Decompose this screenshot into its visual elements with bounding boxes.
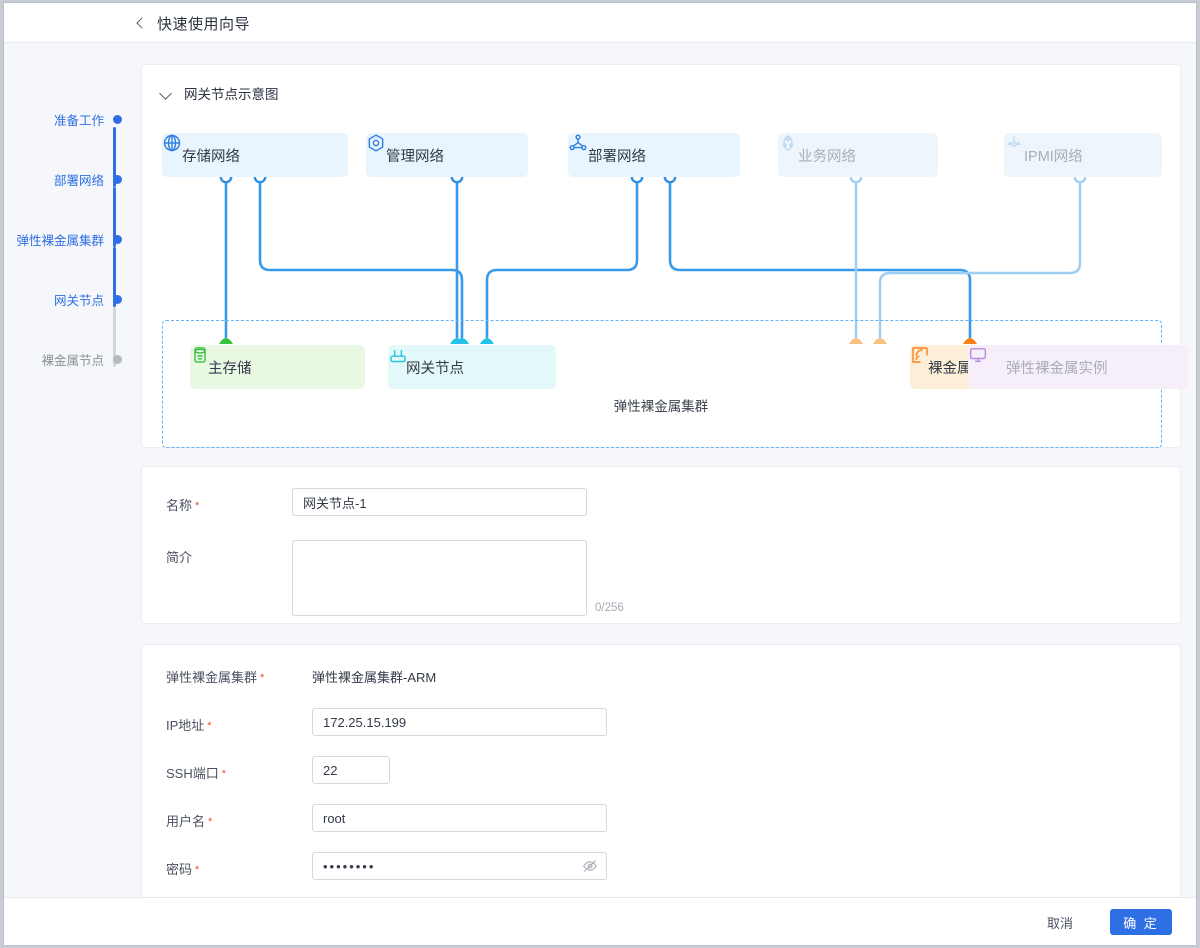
required-marker: *	[195, 864, 200, 876]
network-card-business[interactable]: 业务网络	[778, 133, 938, 177]
network-card-storage[interactable]: 存储网络	[162, 133, 348, 177]
step-dot-icon	[113, 354, 122, 364]
node-label: 网关节点	[406, 360, 464, 377]
description-counter: 0/256	[595, 602, 624, 614]
ipmi-probe-icon	[1007, 135, 1021, 147]
node-card-bare-metal-instance[interactable]: 弹性裸金属实例	[968, 345, 1188, 389]
cluster-label: 弹性裸金属集群*	[166, 670, 265, 685]
step-rail-2	[113, 187, 116, 247]
globe-icon	[163, 134, 181, 152]
page-body: 准备工作 部署网络 弹性裸金属集群 网关节点 裸金属节点	[4, 43, 1196, 907]
network-label: 部署网络	[588, 148, 646, 165]
form-row-cluster: 弹性裸金属集群* 弹性裸金属集群-ARM	[142, 660, 436, 686]
cluster-value: 弹性裸金属集群-ARM	[312, 670, 437, 685]
name-label: 名称*	[166, 498, 200, 513]
step-label: 准备工作	[53, 113, 104, 128]
step-dot-icon	[113, 234, 122, 244]
monitor-icon	[969, 348, 987, 363]
wizard-steps: 准备工作 部署网络 弹性裸金属集群 网关节点 裸金属节点	[4, 63, 126, 368]
diagram-panel: 网关节点示意图	[142, 65, 1188, 448]
page-title: 快速使用向导	[157, 16, 251, 33]
description-textarea[interactable]	[292, 540, 587, 616]
required-marker: *	[260, 672, 265, 684]
step-dot-icon	[113, 174, 122, 184]
step-label: 弹性裸金属集群	[16, 233, 104, 248]
password-field-wrap	[312, 852, 607, 880]
node-card-primary-storage[interactable]: 主存储	[190, 345, 365, 389]
form-row-ip: IP地址*	[142, 708, 607, 736]
confirm-button[interactable]: 确 定	[1110, 909, 1172, 935]
ip-label: IP地址*	[166, 718, 212, 733]
sidebar-step-preparation[interactable]: 准备工作	[53, 111, 126, 128]
network-card-deployment[interactable]: 部署网络	[568, 133, 740, 177]
node-label: 主存储	[208, 360, 252, 377]
cloud-nodes-icon	[782, 135, 794, 151]
network-label: 业务网络	[798, 148, 856, 165]
step-label: 裸金属节点	[41, 353, 104, 368]
network-card-ipmi[interactable]: IPMI网络	[1004, 133, 1162, 177]
eye-off-icon[interactable]	[582, 858, 598, 874]
connection-form: 弹性裸金属集群* 弹性裸金属集群-ARM IP地址* SSH端口* 用户名*	[142, 645, 1180, 907]
diagram-title: 网关节点示意图	[184, 87, 279, 102]
step-rail-3	[113, 247, 116, 307]
form-row-description: 简介 0/256	[142, 540, 624, 616]
router-icon	[390, 350, 406, 363]
database-icon	[194, 347, 206, 363]
sidebar-step-gateway-node[interactable]: 网关节点	[53, 291, 126, 308]
network-label: IPMI网络	[1024, 148, 1083, 165]
ssh-port-input[interactable]	[312, 756, 390, 784]
signal-box-icon	[912, 347, 928, 363]
basic-info-form: 名称* 简介 0/256	[142, 467, 1180, 623]
network-topology-diagram: 存储网络 管理网络 部署网络	[142, 65, 1188, 448]
required-marker: *	[208, 816, 213, 828]
hexagon-target-icon	[368, 134, 384, 152]
form-row-name: 名称*	[142, 488, 587, 516]
name-input[interactable]	[292, 488, 587, 516]
chevron-left-icon	[134, 18, 146, 30]
step-rail-4	[113, 307, 116, 367]
sidebar-step-deploy-network[interactable]: 部署网络	[53, 171, 126, 188]
cluster-caption: 弹性裸金属集群	[613, 399, 709, 414]
cancel-button[interactable]: 取消	[1046, 915, 1073, 931]
sidebar-step-bare-metal-node[interactable]: 裸金属节点	[41, 351, 126, 368]
node-card-gateway[interactable]: 网关节点	[388, 345, 556, 389]
step-rail-1	[113, 127, 116, 187]
share-nodes-icon	[569, 134, 587, 151]
step-label: 网关节点	[53, 293, 104, 308]
diagram-collapse-header[interactable]: 网关节点示意图	[160, 83, 279, 103]
password-label: 密码*	[166, 862, 200, 877]
required-marker: *	[195, 500, 200, 512]
ssh-port-label: SSH端口*	[166, 766, 227, 781]
username-input[interactable]	[312, 804, 607, 832]
top-bar: 快速使用向导	[4, 3, 1196, 43]
form-row-ssh-port: SSH端口*	[142, 756, 390, 784]
network-label: 管理网络	[386, 148, 444, 165]
step-dot-icon	[113, 294, 122, 304]
network-label: 存储网络	[182, 148, 240, 165]
required-marker: *	[221, 768, 227, 780]
description-label: 简介	[166, 550, 193, 565]
required-marker: *	[207, 720, 212, 732]
app-window: 快速使用向导 准备工作 部署网络 弹性裸金属集群 网关节点	[3, 2, 1197, 946]
ip-input[interactable]	[312, 708, 607, 736]
username-label: 用户名*	[166, 814, 213, 829]
password-input[interactable]	[312, 852, 607, 880]
back-button[interactable]: 快速使用向导	[134, 13, 250, 34]
sidebar-step-bare-metal-cluster[interactable]: 弹性裸金属集群	[16, 231, 126, 248]
node-label: 弹性裸金属实例	[1006, 360, 1108, 377]
network-card-management[interactable]: 管理网络	[366, 133, 528, 177]
step-dot-icon	[113, 114, 122, 124]
form-row-username: 用户名*	[142, 804, 607, 832]
dialog-footer: 取消 确 定	[4, 897, 1196, 945]
form-row-password: 密码*	[142, 852, 607, 880]
step-label: 部署网络	[53, 173, 104, 188]
